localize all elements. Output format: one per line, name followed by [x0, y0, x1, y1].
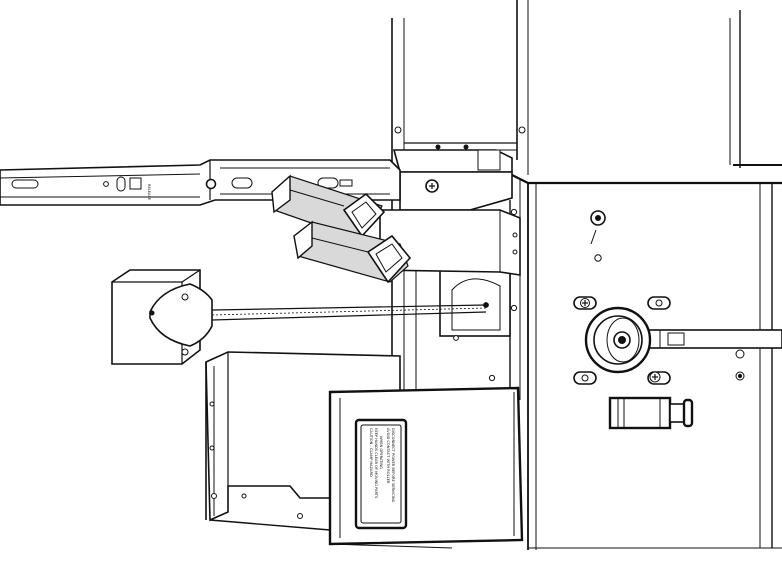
release-marking: RELEASE: [147, 184, 151, 201]
warning-label-line-4: AVOID CONTACT WITH ROLLER: [386, 428, 390, 484]
junction-box: [111, 269, 213, 365]
frame-screw-icon: [394, 126, 402, 134]
warning-label-line-5: DISCONNECT POWER BEFORE SERVICING: [391, 428, 395, 503]
slotted-screw-icon: [647, 296, 671, 310]
warning-label: CAUTION - CLAMP HAZARD KEEP HANDS CLEAR …: [354, 418, 408, 530]
frame-screw-icon: [518, 126, 526, 134]
top-bracket: [392, 144, 513, 211]
proximity-sensor-upper: [271, 174, 386, 241]
slotted-screw-icon: [573, 371, 597, 385]
sensing-rod: [211, 304, 487, 321]
sensor-mount-bracket: [379, 209, 521, 276]
slotted-screw-icon: [647, 371, 671, 385]
cabinet-front-panel: [511, 174, 782, 550]
warning-label-line-3: WHEN OPERATING: [379, 436, 383, 469]
slotted-screw-icon: [573, 296, 597, 310]
roller-wheel: [584, 306, 652, 374]
warning-label-line-2: KEEP HANDS CLEAR OF MOVING PARTS: [374, 428, 378, 499]
adjustment-screw-icon: [590, 210, 606, 262]
proximity-sensor-lower: [293, 220, 412, 284]
warning-label-line-1: CAUTION - CLAMP HAZARD: [369, 428, 373, 477]
plunger-knob: [608, 396, 694, 430]
